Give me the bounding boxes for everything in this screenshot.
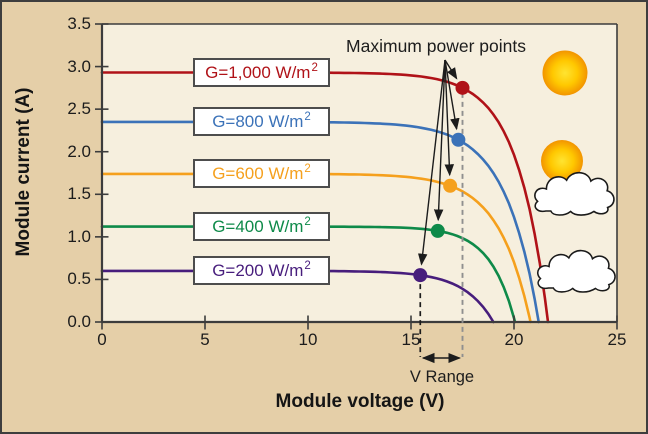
legend-label: G=1,000 W/m xyxy=(205,62,311,82)
x-tick-label: 15 xyxy=(401,330,421,349)
sun-behind-cloud-icon xyxy=(534,140,615,216)
y-tick-label: 1.0 xyxy=(67,226,91,246)
x-tick-label: 10 xyxy=(298,330,318,349)
mpp-dot xyxy=(455,80,470,95)
sun-icon xyxy=(542,50,588,96)
mpp-dot xyxy=(443,178,458,193)
x-tick-label: 0 xyxy=(97,330,107,349)
legend-label-sup: 2 xyxy=(311,61,318,74)
v-range-label: V Range xyxy=(409,368,475,386)
chart-plot-area xyxy=(95,23,618,364)
legend-label-sup: 2 xyxy=(304,162,311,175)
y-tick-label: 0.5 xyxy=(67,269,91,289)
legend-label-sup: 2 xyxy=(304,259,311,272)
legend-label-sup: 2 xyxy=(304,215,311,228)
x-axis-title: Module voltage (V) xyxy=(275,391,445,412)
x-tick-label: 5 xyxy=(200,330,210,349)
mpp-dot xyxy=(430,223,445,238)
y-tick-label: 1.5 xyxy=(67,184,91,204)
mpp-arrow xyxy=(417,59,446,266)
y-axis-title: Module current (A) xyxy=(13,87,34,257)
legend-label-sup: 2 xyxy=(304,110,311,123)
x-tick-label: 20 xyxy=(504,330,524,349)
mpp-dot xyxy=(413,268,428,283)
y-tick-label: 3.5 xyxy=(67,14,91,33)
x-tick-label: 25 xyxy=(607,330,627,349)
y-tick-label: 2.5 xyxy=(67,99,91,119)
mpp-arrow xyxy=(444,59,458,80)
mpp-arrow xyxy=(444,59,460,131)
y-tick-label: 3.0 xyxy=(67,56,91,76)
legend-label: G=400 W/m xyxy=(212,216,304,236)
max-power-points-annotation: Maximum power points xyxy=(346,36,526,56)
y-tick-label: 0.0 xyxy=(67,312,91,331)
legend-label: G=600 W/m xyxy=(212,163,304,183)
mpp-dot xyxy=(451,132,466,147)
mpp-arrow xyxy=(444,59,455,177)
legend-label: G=800 W/m xyxy=(212,111,304,131)
y-tick-label: 2.0 xyxy=(67,141,91,161)
legend-label: G=200 W/m xyxy=(212,260,304,280)
mpp-arrow xyxy=(433,59,446,222)
weather-icons xyxy=(534,50,616,293)
